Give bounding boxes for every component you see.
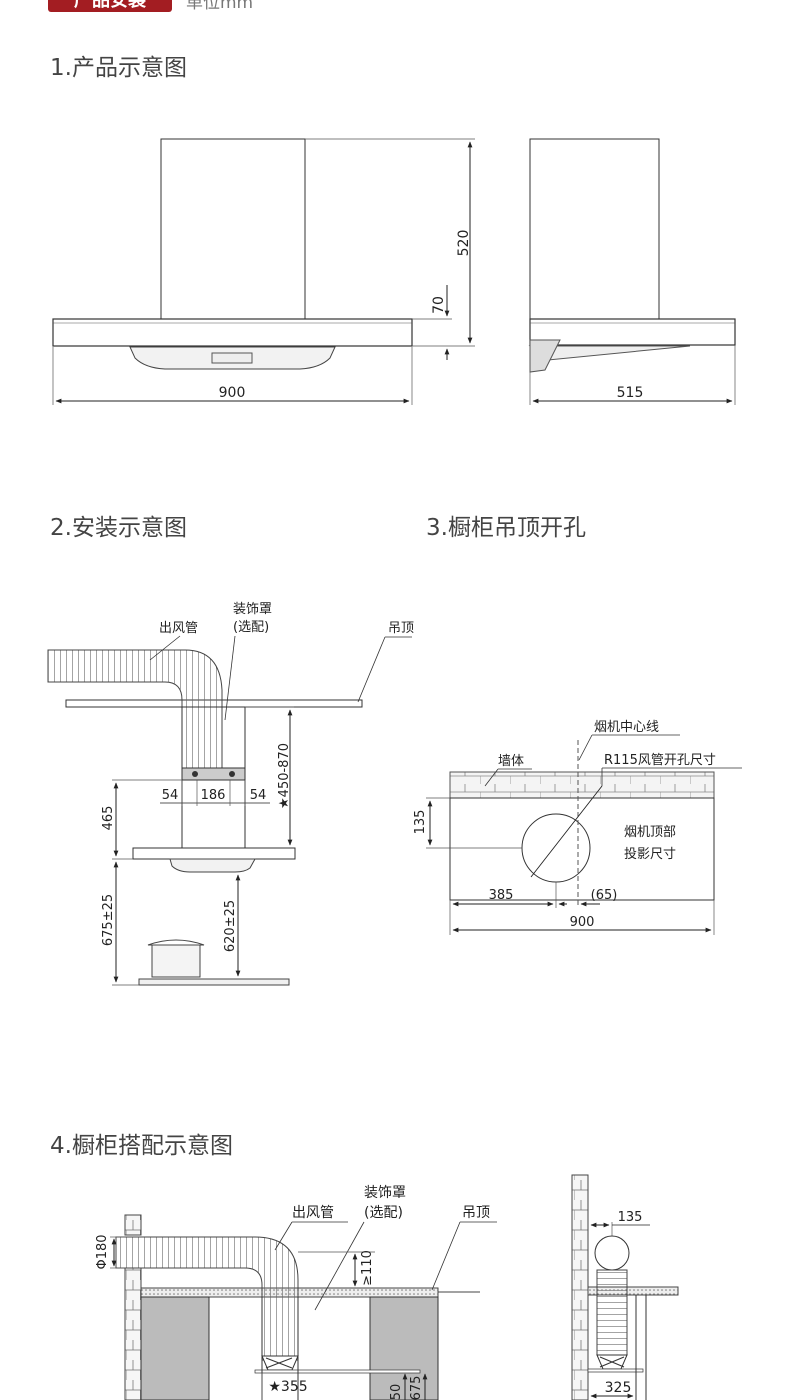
section-title-cabinet-hole: 3.橱柜吊顶开孔 [426,515,586,541]
dim-325: 325 [605,1380,632,1396]
dim-54-left: 54 [162,788,179,803]
dim-ge110: ≥110 [360,1250,375,1286]
label-cover-optional-4: (选配) [364,1205,403,1221]
label-duct: 出风管 [159,621,198,636]
label-hole: R115风管开孔尺寸 [604,753,716,768]
dim-65: (65) [591,888,618,903]
label-cover: 装饰罩 [233,602,272,617]
label-projection-size: 投影尺寸 [624,846,676,862]
dim-620: 620±25 [223,900,238,952]
product-front-view: 900 520 70 [52,138,475,405]
dim-450-870: ★450-870 [277,743,292,809]
dim-465: 465 [101,806,116,831]
dim-54-right: 54 [250,788,267,803]
dim-515: 515 [617,385,644,401]
cabinet-hole-diagram: 墙体 烟机中心线 R115风管开孔尺寸 烟机顶部 投影尺寸 135 385 (6… [413,720,742,935]
section-title-install: 2.安装示意图 [50,515,187,541]
dim-355: ★355 [268,1379,307,1395]
unit-label: 单位mm [186,0,254,13]
dim-50: 50 [389,1384,404,1400]
dim-900-hole: 900 [570,915,595,930]
section-title-product: 1.产品示意图 [50,55,187,81]
label-wall: 墙体 [498,754,524,769]
label-centerline: 烟机中心线 [594,720,659,735]
dim-135-side: 135 [618,1210,643,1225]
dim-900: 900 [219,385,246,401]
label-projection: 烟机顶部 [624,825,676,840]
product-side-view: 515 [528,138,736,405]
install-diagram: 出风管 装饰罩 (选配) 吊顶 54 186 54 ★450-870 465 6… [47,602,414,986]
dim-385: 385 [489,888,514,903]
section-tab: 产品安装 [48,0,172,12]
section-title-cabinet-match: 4.橱柜搭配示意图 [50,1133,233,1159]
dim-70: 70 [431,296,447,314]
dim-520: 520 [456,230,472,257]
label-ceiling: 吊顶 [388,621,414,636]
label-ceiling-4: 吊顶 [462,1205,490,1221]
label-duct-4: 出风管 [292,1205,334,1221]
dim-135: 135 [413,810,428,835]
label-cover-optional: (选配) [233,620,269,635]
dim-186: 186 [201,788,226,803]
label-cover-4: 装饰罩 [364,1185,406,1201]
dim-675-4: 675 [409,1376,424,1400]
dim-675: 675±25 [101,894,116,946]
dim-phi180: Φ180 [95,1234,110,1269]
cabinet-match-diagram: 装饰罩 (选配) 出风管 吊顶 Φ180 ≥110 ★355 50 675 [95,1174,679,1400]
